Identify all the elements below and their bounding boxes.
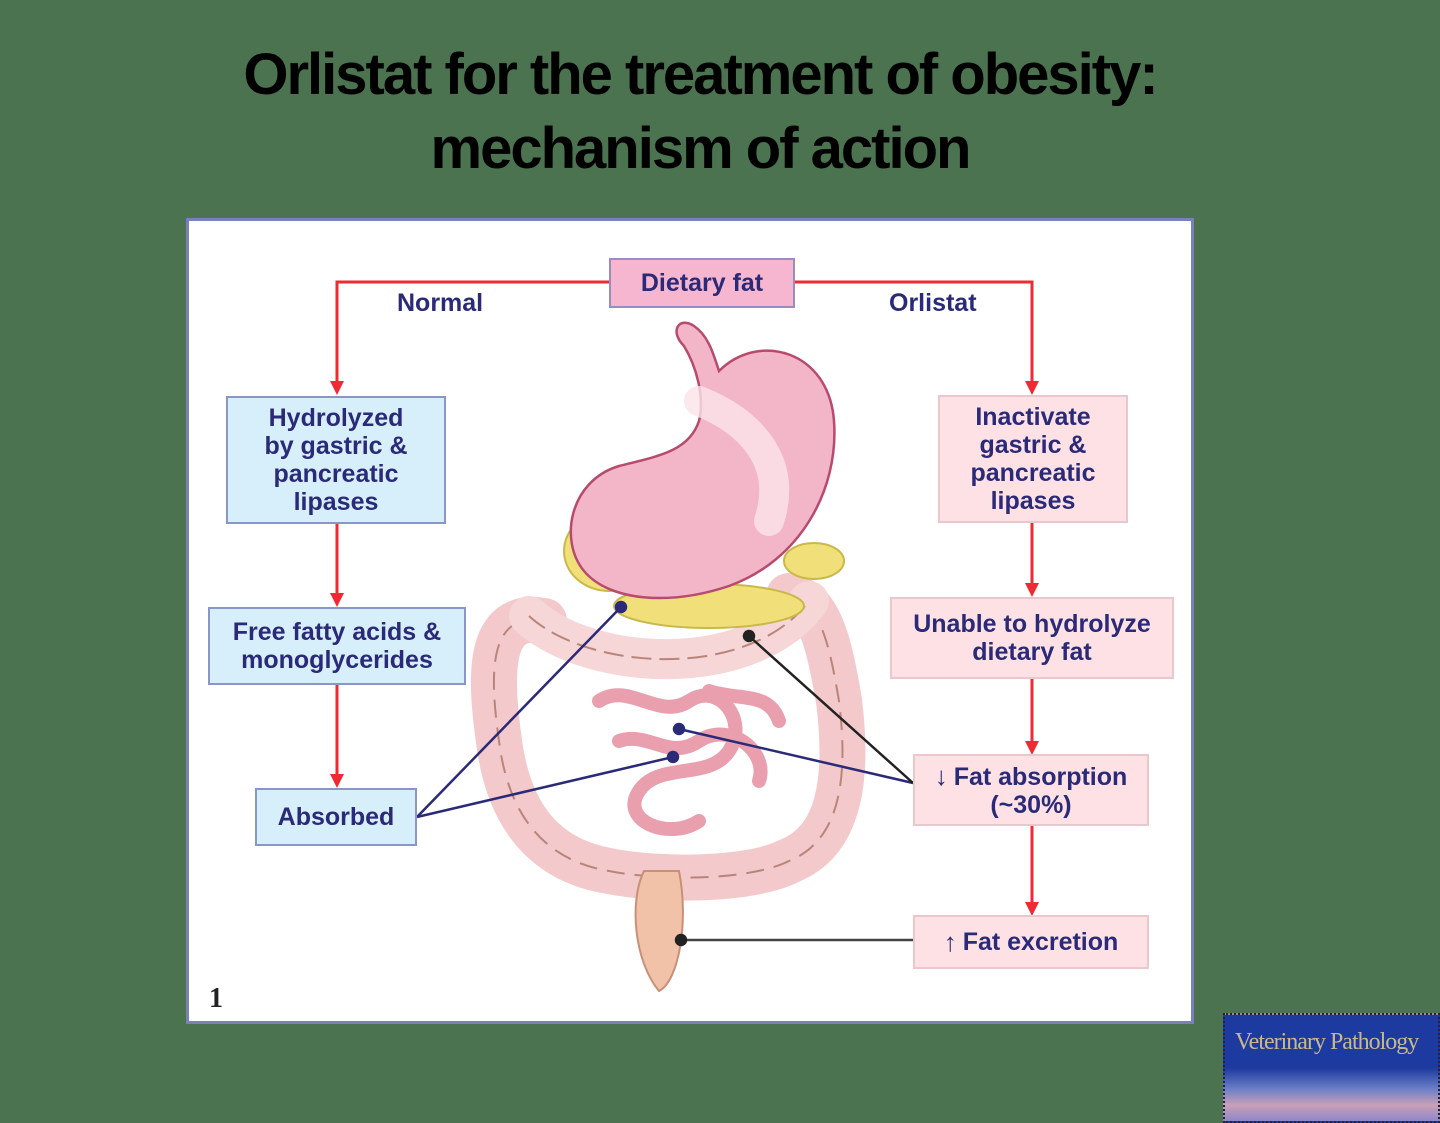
hydrolyzed-line-4: lipases bbox=[293, 488, 379, 516]
title-line-1: Orlistat for the treatment of obesity: bbox=[243, 42, 1158, 107]
stomach-illustration bbox=[569, 321, 836, 600]
decrease-arrow-icon: ↓ bbox=[934, 760, 948, 791]
diagram-panel: Dietary fat Normal Orlistat Hydrolyzed b… bbox=[186, 218, 1194, 1024]
unable-line-2: dietary fat bbox=[972, 638, 1092, 666]
hydrolyzed-line-2: by gastric & bbox=[264, 432, 408, 460]
free-line-1: Free fatty acids & bbox=[232, 618, 442, 646]
hydrolyzed-box: Hydrolyzed by gastric & pancreatic lipas… bbox=[226, 396, 446, 524]
flow-arrows bbox=[335, 280, 1034, 907]
intestine-illustration bbox=[470, 573, 866, 993]
title-line-2: mechanism of action bbox=[430, 116, 972, 181]
logo-text: Veterinary Pathology bbox=[1235, 1029, 1419, 1055]
fat-excretion-label: Fat excretion bbox=[962, 928, 1119, 956]
fat-absorption-percent: (~30%) bbox=[990, 790, 1072, 819]
fat-excretion-box: ↑Fat excretion bbox=[913, 915, 1149, 969]
increase-arrow-icon: ↑ bbox=[943, 927, 957, 957]
inactivate-line-3: pancreatic bbox=[970, 459, 1096, 487]
diagram-connectors bbox=[330, 280, 1039, 993]
absorbed-box: Absorbed bbox=[255, 788, 417, 846]
absorbed-pointers bbox=[416, 600, 680, 819]
hydrolyzed-line-3: pancreatic bbox=[273, 460, 399, 488]
absorbed-label: Absorbed bbox=[277, 803, 395, 831]
free-line-2: monoglycerides bbox=[241, 646, 433, 674]
dietary-fat-box: Dietary fat bbox=[609, 258, 795, 308]
branch-label-normal: Normal bbox=[397, 289, 484, 317]
inactivate-line-1: Inactivate bbox=[975, 403, 1091, 431]
slide-title: Orlistat for the treatment of obesity: m… bbox=[0, 38, 1400, 186]
unable-line-1: Unable to hydrolyze bbox=[913, 610, 1151, 638]
fat-absorption-box: ↓Fat absorption (~30%) bbox=[913, 754, 1149, 826]
unable-to-hydrolyze-box: Unable to hydrolyze dietary fat bbox=[890, 597, 1174, 679]
branch-label-orlistat: Orlistat bbox=[889, 289, 977, 317]
inactivate-lipases-box: Inactivate gastric & pancreatic lipases bbox=[938, 395, 1128, 523]
absorption-pointers bbox=[672, 629, 914, 785]
inactivate-line-4: lipases bbox=[990, 487, 1076, 515]
veterinary-pathology-logo: Veterinary Pathology bbox=[1223, 1013, 1440, 1123]
hydrolyzed-line-1: Hydrolyzed bbox=[268, 404, 404, 432]
fat-absorption-label: Fat absorption bbox=[953, 762, 1128, 791]
fat-absorption-line-1: ↓Fat absorption bbox=[935, 762, 1128, 791]
figure-number: 1 bbox=[209, 983, 223, 1014]
dietary-fat-label: Dietary fat bbox=[640, 269, 764, 297]
inactivate-line-2: gastric & bbox=[979, 431, 1087, 459]
arrowheads bbox=[330, 381, 1039, 916]
free-fatty-acids-box: Free fatty acids & monoglycerides bbox=[208, 607, 466, 685]
